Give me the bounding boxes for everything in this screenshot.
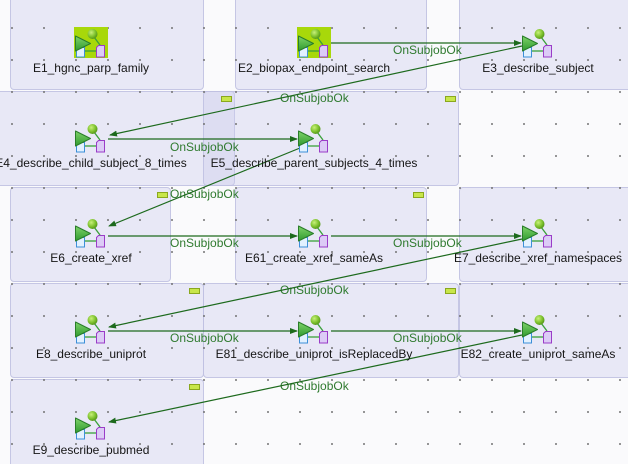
connection-label-e4-e5[interactable]: OnSubjobOk (170, 140, 239, 154)
component-icon[interactable] (74, 122, 108, 153)
component-e7[interactable]: E7_describe_xref_namespaces (428, 217, 628, 265)
component-e8[interactable]: E8_describe_uniprot (0, 313, 201, 361)
connection-label-e82-e9[interactable]: OnSubjobOk (280, 379, 349, 393)
component-e2[interactable]: E2_biopax_endpoint_search (204, 27, 424, 75)
component-e5[interactable]: E5_describe_parent_subjects_4_times (204, 122, 424, 170)
component-icon[interactable] (521, 217, 555, 248)
component-icon[interactable] (297, 313, 331, 344)
subjob-collapse-button-e81[interactable] (445, 288, 456, 294)
component-label: E61_create_xref_sameAs (244, 251, 384, 265)
connection-label-e3-e4[interactable]: OnSubjobOk (280, 91, 349, 105)
connection-line-e5-e6[interactable] (108, 147, 301, 227)
component-e4[interactable]: E4_describe_child_subject_8_times (0, 122, 201, 170)
component-label: E3_describe_subject (482, 61, 594, 75)
connection-label-e2-e3[interactable]: OnSubjobOk (393, 43, 462, 57)
component-icon[interactable] (74, 217, 108, 248)
component-e61[interactable]: E61_create_xref_sameAs (204, 217, 424, 265)
connection-label-e5-e6[interactable]: OnSubjobOk (170, 187, 239, 201)
component-label: E1_hgnc_parp_family (32, 61, 150, 75)
subjob-collapse-button-e8[interactable] (189, 288, 200, 294)
connection-label-e8-e81[interactable]: OnSubjobOk (170, 331, 239, 345)
component-label: E6_create_xref (50, 251, 132, 265)
component-e82[interactable]: E82_create_uniprot_sameAs (428, 313, 628, 361)
component-e81[interactable]: E81_describe_uniprot_isReplacedBy (204, 313, 424, 361)
component-label: E82_create_uniprot_sameAs (460, 347, 616, 361)
connection-label-e6-e61[interactable]: OnSubjobOk (170, 236, 239, 250)
component-label: E9_describe_pubmed (32, 443, 150, 457)
subjob-collapse-button-e6[interactable] (157, 192, 168, 198)
connection-label-e81-e82[interactable]: OnSubjobOk (393, 331, 462, 345)
component-label: E8_describe_uniprot (35, 347, 147, 361)
start-subjob-component-icon[interactable] (297, 27, 331, 58)
subjob-collapse-button-e4[interactable] (221, 96, 232, 102)
component-icon[interactable] (74, 409, 108, 440)
connection-line-e7-e8[interactable] (108, 238, 523, 329)
component-label: E2_biopax_endpoint_search (237, 61, 391, 75)
component-icon[interactable] (521, 313, 555, 344)
connection-label-e61-e7[interactable]: OnSubjobOk (393, 236, 462, 250)
connection-label-e7-e8[interactable]: OnSubjobOk (280, 283, 349, 297)
component-label: E5_describe_parent_subjects_4_times (210, 156, 418, 170)
component-e1[interactable]: E1_hgnc_parp_family (0, 27, 201, 75)
component-icon[interactable] (521, 27, 555, 58)
component-icon[interactable] (74, 313, 108, 344)
component-icon[interactable] (297, 122, 331, 153)
component-e3[interactable]: E3_describe_subject (428, 27, 628, 75)
component-label: E4_describe_child_subject_8_times (0, 156, 187, 170)
component-e6[interactable]: E6_create_xref (0, 217, 201, 265)
connection-line-e3-e4[interactable] (109, 45, 523, 137)
component-label: E81_describe_uniprot_isReplacedBy (215, 347, 413, 361)
connection-line-e82-e9[interactable] (108, 334, 523, 424)
start-subjob-component-icon[interactable] (74, 27, 108, 58)
subjob-collapse-button-e9[interactable] (189, 384, 200, 390)
component-e9[interactable]: E9_describe_pubmed (0, 409, 201, 457)
subjob-collapse-button-e61[interactable] (413, 192, 424, 198)
component-label: E7_describe_xref_namespaces (453, 251, 623, 265)
subjob-collapse-button-e5[interactable] (445, 96, 456, 102)
component-icon[interactable] (297, 217, 331, 248)
